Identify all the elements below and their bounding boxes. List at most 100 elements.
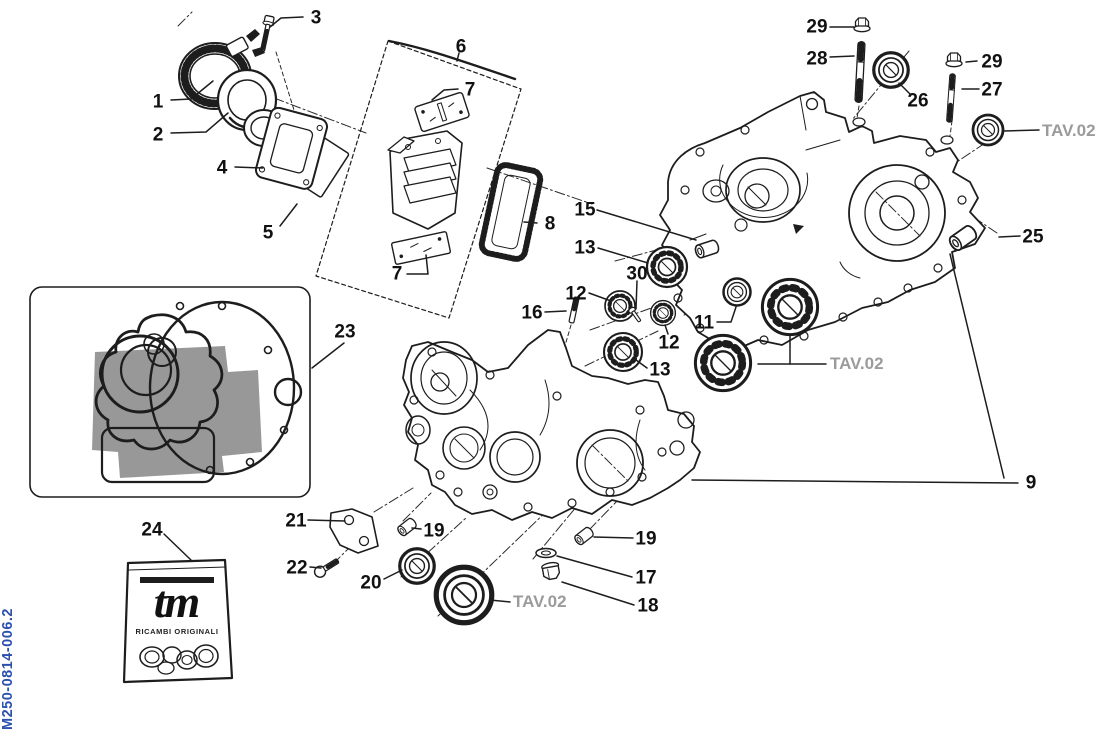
reed-valve-group: [315, 39, 544, 319]
reed-petal-7-top: [414, 91, 470, 133]
part-label-29: 29: [981, 52, 1002, 73]
leader-part-16: [544, 310, 567, 313]
bag-subtitle: RICAMBI ORIGINALI: [135, 627, 218, 636]
leader-part-13-lower: [635, 359, 648, 369]
stud-27: [947, 74, 956, 122]
part-label-16: 16: [521, 303, 542, 324]
leader-tav02-top: [1003, 129, 1040, 132]
part-label-20: 20: [360, 573, 381, 594]
screw-30: [628, 306, 642, 323]
nut-29-left: [853, 17, 871, 33]
leader-tav02-bottom: [489, 599, 511, 603]
part-label-2: 2: [153, 125, 164, 146]
leader-part-13-upper: [597, 247, 649, 264]
stud-28: [855, 42, 865, 102]
leader-part-12-upper: [588, 292, 612, 302]
part-label-3: 3: [311, 8, 322, 29]
part-label-19: 19: [635, 529, 656, 550]
part-label-15: 15: [574, 200, 596, 221]
seal-tav02-top: [971, 113, 1005, 147]
leader-part-12-lower: [664, 324, 669, 335]
seal-tav02-bottom: [436, 567, 492, 623]
leader-part-5: [279, 203, 298, 227]
gasket-8: [478, 162, 544, 262]
part-label-13: 13: [574, 238, 595, 259]
part-label-27: 27: [981, 80, 1002, 101]
part-label-7: 7: [392, 264, 403, 285]
bolt-22: [313, 558, 340, 578]
bearing-13-lower: [604, 333, 642, 371]
tav-ref-label: TAV.02: [830, 354, 884, 373]
leader-part-21: [307, 519, 346, 522]
tm-brand-logo: tm: [154, 576, 199, 627]
leader-part-7-bottom: [406, 254, 429, 275]
part-label-26: 26: [907, 91, 928, 112]
intake-manifold-4: [243, 106, 329, 190]
leader-part-8: [523, 221, 538, 224]
leader-part-11: [716, 306, 737, 323]
part-label-21: 21: [285, 511, 307, 532]
bracket-line-6: [387, 39, 517, 81]
leader-part-7-top: [431, 88, 459, 101]
main-bearing-left: [695, 335, 750, 390]
part-label-17: 17: [635, 568, 656, 589]
bearing-13-upper: [647, 247, 687, 287]
seal-20: [398, 547, 436, 585]
part-label-11: 11: [694, 313, 715, 334]
leader-part-22: [309, 566, 322, 569]
right-crankcase-half: [659, 91, 986, 351]
leader-lines: [163, 16, 1040, 606]
part-label-7: 7: [465, 80, 476, 101]
leader-part-17: [556, 555, 633, 578]
main-bearing-right: [762, 279, 817, 334]
stud-16: [568, 296, 580, 324]
dowel-19-left: [395, 516, 419, 538]
seal-11: [722, 277, 752, 307]
bracket-21: [329, 508, 379, 554]
leader-part-20: [383, 569, 403, 580]
tav-ref-label: TAV.02: [1042, 121, 1096, 140]
part-label-29: 29: [806, 17, 827, 38]
left-half-bolt-holes: [409, 347, 667, 512]
part-label-8: 8: [545, 214, 556, 235]
part-label-12: 12: [565, 284, 586, 305]
washer-17: [535, 547, 557, 559]
leader-part-4: [234, 166, 264, 169]
leader-part-3: [269, 16, 304, 28]
part-label-5: 5: [263, 223, 274, 244]
part-label-23: 23: [334, 322, 355, 343]
gasket-kit-23: [29, 286, 311, 498]
part-label-25: 25: [1022, 227, 1044, 248]
part-label-18: 18: [637, 596, 658, 617]
part-label-12: 12: [658, 333, 679, 354]
reed-petal-7-bottom: [390, 231, 452, 265]
left-crankcase-half: [402, 329, 701, 521]
leader-part-19-right: [593, 536, 634, 539]
part-label-4: 4: [217, 158, 228, 179]
leader-part-23: [311, 342, 345, 369]
part-label-6: 6: [456, 37, 467, 58]
bearing-12-upper: [605, 291, 635, 321]
tav-ref-label: TAV.02: [513, 592, 567, 611]
part-label-9: 9: [1026, 473, 1037, 494]
leader-part-26: [898, 82, 911, 95]
leader-part-1: [170, 80, 214, 101]
part-label-1: 1: [153, 92, 164, 113]
part-label-22: 22: [286, 558, 307, 579]
leader-part-9-horizontal: [691, 479, 1019, 484]
leader-part-30: [635, 280, 638, 310]
tm-logo-bar: [140, 577, 214, 583]
spare-parts-bag-24: tm RICAMBI ORIGINALI: [122, 558, 234, 684]
detail-box-6: [315, 40, 522, 319]
intake-group: [178, 29, 350, 198]
part-label-24: 24: [141, 520, 163, 541]
drawing-code: M250-0814-006.2: [0, 608, 16, 730]
reed-valve-block-6: [387, 130, 463, 230]
small-hardware: [260, 14, 963, 581]
part-label-28: 28: [806, 49, 827, 70]
dowel-19-right: [572, 525, 596, 547]
leader-part-9-diagonal: [949, 253, 1005, 479]
